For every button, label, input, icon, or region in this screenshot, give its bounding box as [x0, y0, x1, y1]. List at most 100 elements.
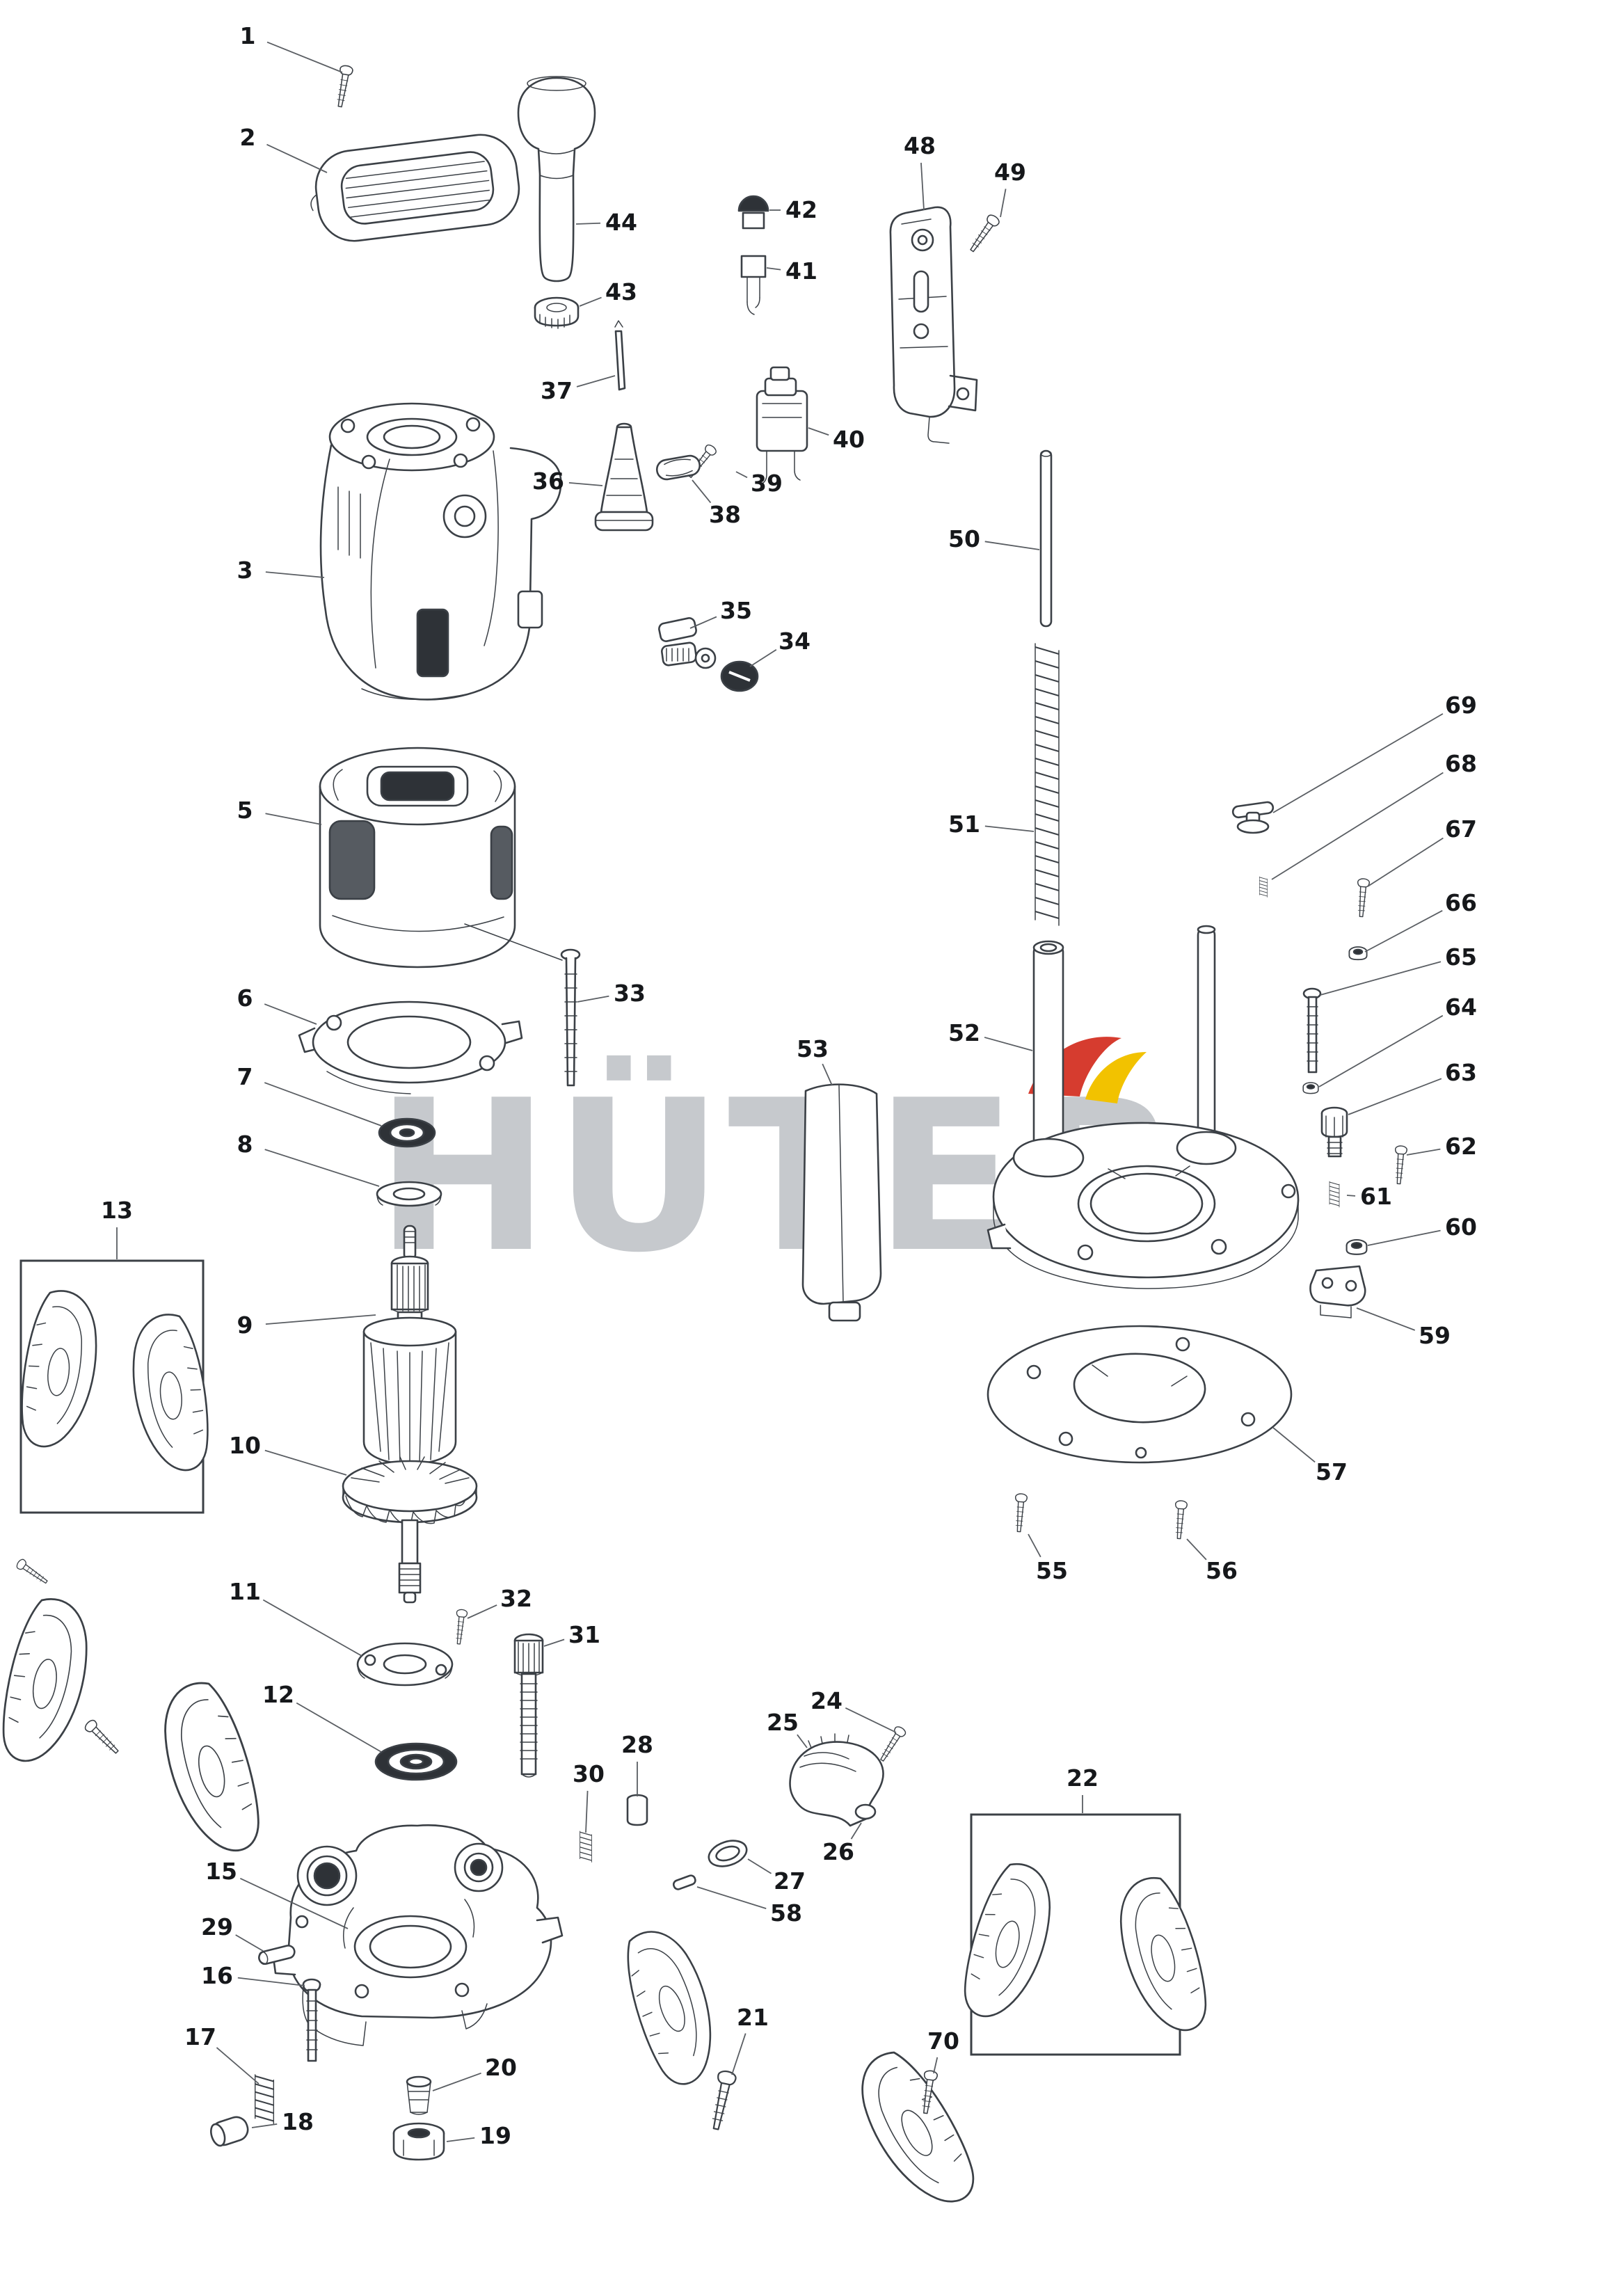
leader-line-38 [692, 479, 712, 504]
leader-line-70 [933, 2057, 939, 2074]
part-3-motor-housing [319, 402, 562, 701]
leader-line-59 [1356, 1307, 1416, 1331]
part-69-wing-nut [1231, 801, 1275, 834]
part-22-handle-set [955, 1813, 1215, 2056]
part-61-spring [1329, 1181, 1340, 1208]
part-label-67: 67 [1445, 815, 1477, 843]
leader-line-9 [265, 1314, 376, 1325]
part-label-12: 12 [262, 1681, 294, 1708]
part-68-spring [1259, 876, 1268, 898]
part-66-nut [1348, 946, 1368, 961]
part-36-boot [594, 422, 654, 532]
leader-line-25 [797, 1734, 808, 1748]
leader-line-57 [1272, 1427, 1316, 1463]
leader-line-8 [264, 1149, 380, 1187]
part-37-pin [614, 320, 626, 391]
part-27-washer-oval [708, 1840, 748, 1867]
leader-line-31 [543, 1639, 565, 1647]
part-65-screw-long [1302, 987, 1322, 1074]
part-label-3: 3 [237, 557, 253, 584]
part-33-through-bolt [464, 923, 581, 1087]
leader-line-52 [984, 1037, 1033, 1051]
leader-line-66 [1364, 910, 1443, 952]
part-label-33: 33 [614, 980, 646, 1007]
leader-line-69 [1272, 713, 1444, 813]
part-67-screw [1355, 877, 1371, 918]
part-label-53: 53 [797, 1035, 829, 1062]
part-label-36: 36 [532, 468, 564, 495]
part-48-handle-bracket [889, 206, 978, 444]
part-62-screw [1392, 1145, 1408, 1185]
leader-line-10 [264, 1449, 347, 1476]
leader-line-40 [808, 427, 829, 436]
part-label-39: 39 [751, 470, 783, 497]
leader-line-34 [749, 649, 777, 667]
part-label-5: 5 [237, 797, 253, 824]
part-40-switch [756, 366, 808, 485]
part-label-70: 70 [927, 2027, 959, 2055]
leader-line-51 [984, 825, 1035, 832]
part-60-nut [1346, 1238, 1368, 1255]
part-label-22: 22 [1067, 1764, 1099, 1792]
leader-line-61 [1346, 1195, 1356, 1197]
part-label-2: 2 [240, 124, 256, 151]
part-51-spring [1035, 643, 1060, 926]
part-52-base-upper [987, 925, 1300, 1289]
leader-line-56 [1186, 1538, 1207, 1561]
leader-line-35 [689, 616, 717, 629]
part-57-base-plate [987, 1325, 1293, 1464]
part-label-59: 59 [1419, 1322, 1451, 1349]
part-30-spring [579, 1831, 593, 1863]
leader-line-33 [577, 995, 609, 1003]
part-label-19: 19 [479, 2122, 511, 2149]
part-label-25: 25 [767, 1709, 799, 1736]
leader-line-55 [1028, 1533, 1041, 1558]
part-label-11: 11 [229, 1578, 261, 1605]
part-42-brush-cap [737, 195, 769, 230]
part-12-bearing [374, 1742, 458, 1781]
part-63-knob-bolt [1320, 1106, 1348, 1158]
part-label-24: 24 [811, 1687, 843, 1714]
leader-line-21 [731, 2033, 746, 2075]
part-49-screw [966, 212, 1002, 255]
leader-line-20 [432, 2072, 481, 2091]
part-label-55: 55 [1036, 1557, 1068, 1584]
leader-line-43 [579, 296, 602, 307]
part-59-stop-foot [1309, 1265, 1366, 1318]
leader-line-7 [264, 1082, 382, 1126]
parts-layer [0, 64, 1408, 2222]
part-label-13: 13 [101, 1197, 133, 1224]
part-label-62: 62 [1445, 1133, 1477, 1160]
part-53-guard-plate [801, 1083, 882, 1322]
part-label-38: 38 [709, 501, 741, 528]
part-label-20: 20 [485, 2054, 517, 2081]
leader-line-16 [237, 1977, 305, 1986]
part-label-41: 41 [785, 257, 817, 285]
part-43-knurled-nut [534, 296, 580, 329]
leader-line-26 [850, 1822, 862, 1840]
leader-line-48 [920, 162, 925, 211]
part-20-collet-cone [406, 2075, 432, 2115]
leader-line-50 [984, 541, 1040, 550]
leader-line-49 [1000, 189, 1007, 218]
leader-line-37 [576, 375, 616, 388]
leader-line-19 [446, 2137, 475, 2142]
part-label-50: 50 [948, 525, 980, 552]
part-label-30: 30 [573, 1760, 605, 1787]
leader-line-36 [568, 481, 603, 486]
part-label-49: 49 [994, 159, 1026, 186]
part-64-nut [1302, 1082, 1319, 1094]
part-label-15: 15 [205, 1858, 237, 1885]
part-38-lock-button [655, 454, 701, 481]
part-label-6: 6 [237, 984, 253, 1012]
part-55-screw [1012, 1492, 1028, 1533]
part-label-63: 63 [1445, 1059, 1477, 1086]
part-21-screw [706, 2068, 738, 2132]
part-label-35: 35 [720, 597, 752, 624]
part-label-9: 9 [237, 1312, 253, 1339]
part-17-spring [254, 2073, 275, 2125]
part-11-flat-washer [356, 1642, 454, 1687]
leader-line-2 [266, 143, 328, 173]
